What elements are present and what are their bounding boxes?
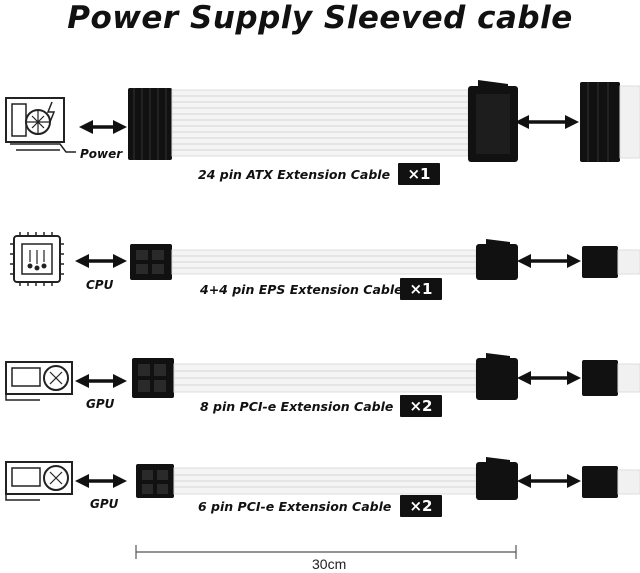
cpu-chip-icon (10, 232, 64, 286)
device-label-power: Power (80, 147, 123, 161)
quantity-badge: ×1 (398, 163, 440, 185)
length-ruler (135, 545, 517, 559)
device-label-gpu: GPU (90, 497, 119, 511)
device-label-gpu: GPU (86, 397, 115, 411)
cable-label-eps: 4+4 pin EPS Extension Cable (200, 282, 403, 297)
page-title: Power Supply Sleeved cable (67, 0, 573, 36)
atx-psu-connector (580, 82, 640, 162)
cable-label-atx: 24 pin ATX Extension Cable (198, 167, 391, 182)
quantity-badge: ×2 (400, 395, 442, 417)
cable-label-pcie-8pin: 8 pin PCI-e Extension Cable (200, 399, 394, 414)
pcie-6pin-cable (136, 457, 518, 500)
cable-label-pcie-6pin: 6 pin PCI-e Extension Cable (198, 499, 392, 514)
pcie-8pin-psu-connector (582, 360, 640, 396)
device-label-cpu: CPU (86, 278, 114, 292)
eps-psu-connector (582, 246, 640, 278)
pcie-6pin-psu-connector (582, 466, 640, 498)
quantity-badge: ×2 (400, 495, 442, 517)
graphics-card-icon (5, 461, 73, 501)
quantity-badge: ×1 (400, 278, 442, 300)
pcie-8pin-cable (132, 353, 518, 400)
length-label: 30cm (312, 556, 347, 572)
eps-cable (130, 239, 518, 280)
atx-cable (128, 80, 518, 162)
psu-device-icon (5, 97, 76, 153)
graphics-card-icon (5, 361, 73, 401)
